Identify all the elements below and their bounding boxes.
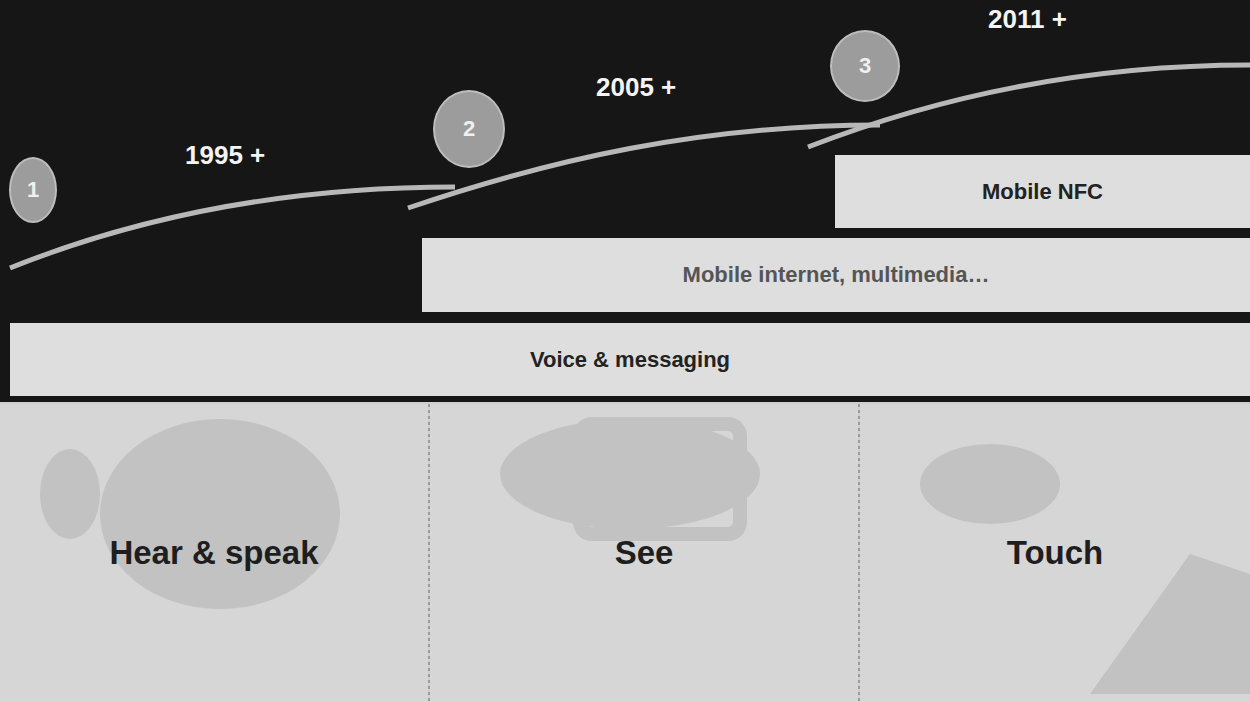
callout-number: 1 [27, 177, 39, 203]
sense-panel: Hear & speak [0, 404, 428, 702]
step-circle: 3 [830, 30, 900, 102]
step-circle: 2 [433, 90, 505, 168]
band-label: Mobile internet, multimedia… [683, 262, 990, 288]
sense-label: See [615, 534, 674, 572]
dark-ground [0, 0, 1250, 402]
dashed-divider [428, 404, 430, 702]
panel-ground [0, 402, 1250, 702]
finger-shape [920, 444, 1060, 524]
dashed-divider [858, 404, 860, 702]
band-label: Voice & messaging [530, 347, 730, 373]
sense-label: Hear & speak [109, 534, 318, 572]
step-circle: 1 [9, 157, 57, 223]
sense-label: Touch [1007, 534, 1104, 572]
eye-shape [500, 419, 760, 529]
service-band: Mobile NFC [835, 155, 1250, 228]
year-label: 2005 + [596, 72, 676, 103]
sense-panel: See [430, 404, 858, 702]
screen-shape [580, 424, 740, 534]
hand-shape [1090, 554, 1250, 694]
growth-curve [10, 187, 455, 268]
band-label: Mobile NFC [982, 179, 1103, 205]
face-shape [100, 419, 340, 609]
ear-shape [40, 449, 100, 539]
year-label: 1995 + [185, 140, 265, 171]
year-label: 2011 + [988, 4, 1067, 35]
callout-number: 3 [859, 53, 871, 79]
sense-panel: Touch [860, 404, 1250, 702]
service-band: Voice & messaging [10, 323, 1250, 396]
service-band: Mobile internet, multimedia… [422, 238, 1250, 312]
callout-number: 2 [463, 116, 475, 142]
